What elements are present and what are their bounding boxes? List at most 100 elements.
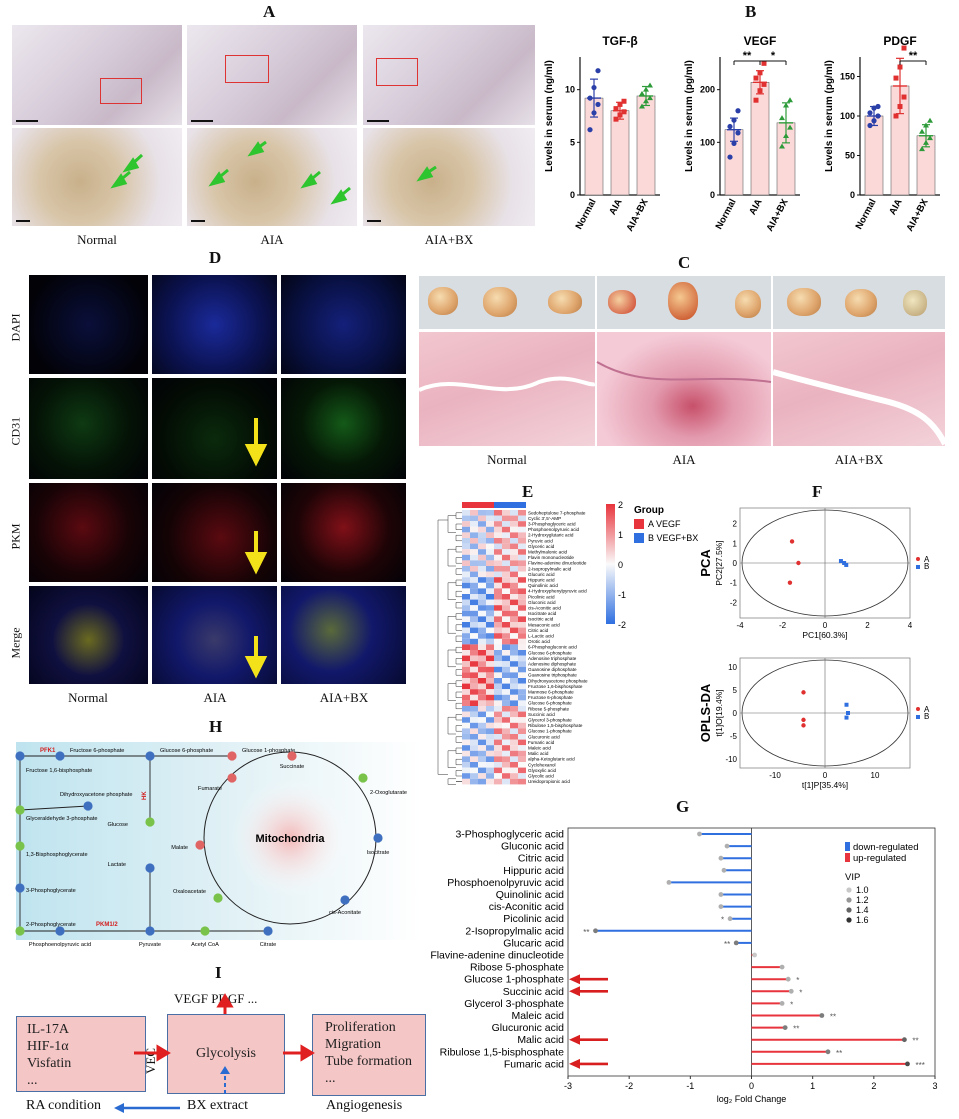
y-tick-label: 100 bbox=[840, 111, 855, 121]
y-tick-label: 200 bbox=[700, 85, 715, 95]
heatmap-row-label: Mesaconic acid bbox=[528, 622, 560, 627]
metabolite-node-label: Fructose 6-phosphate bbox=[70, 748, 124, 754]
gross-piece bbox=[735, 290, 761, 318]
metabolite-label: Citric acid bbox=[518, 853, 564, 865]
sig-label: ** bbox=[909, 50, 918, 62]
scheme-left-box: IL-17A HIF-1α Visfatin ... bbox=[16, 1016, 146, 1092]
heatmap-cell bbox=[502, 650, 510, 656]
lollipop-head bbox=[788, 988, 794, 994]
heatmap-cell bbox=[494, 717, 502, 723]
y-tick-label: 0 bbox=[570, 190, 575, 200]
heatmap-cell bbox=[510, 773, 518, 779]
lollipop-head bbox=[782, 1025, 788, 1030]
heatmap-cell bbox=[502, 521, 510, 527]
scatter-point bbox=[787, 580, 793, 585]
heatmap-cell bbox=[518, 571, 526, 578]
heatmap-cell bbox=[502, 610, 510, 617]
heatmap-cell bbox=[502, 571, 510, 578]
bar bbox=[610, 110, 630, 196]
lollipop-head bbox=[697, 831, 702, 837]
heatmap-cell bbox=[510, 750, 518, 757]
heatmap-cell bbox=[462, 700, 470, 706]
heatmap-cell bbox=[518, 734, 526, 740]
heatmap-cell bbox=[494, 728, 502, 734]
heatmap-cell bbox=[486, 717, 494, 723]
heatmap-cell bbox=[462, 566, 470, 572]
heatmap-cell bbox=[478, 700, 486, 706]
heatmap-cell bbox=[486, 605, 494, 611]
heatmap-cell bbox=[478, 678, 486, 684]
metabolite-label: Gluconic acid bbox=[501, 841, 564, 853]
caption-d-aia: AIA bbox=[203, 690, 227, 705]
heatmap-cell bbox=[486, 599, 494, 606]
data-point bbox=[919, 128, 925, 134]
scheme-bottom-right: Angiogenesis bbox=[326, 1098, 403, 1113]
heatmap-row-label: Glucuric acid bbox=[528, 572, 555, 577]
heatmap-cell bbox=[470, 655, 478, 662]
heatmap-cell bbox=[478, 750, 486, 757]
caption-c-aiabx: AIA+BX bbox=[834, 452, 884, 467]
heatmap-cell bbox=[470, 627, 478, 634]
heatmap-row-label: Isocitrate acid bbox=[528, 611, 557, 616]
heatmap-cell bbox=[518, 706, 526, 712]
panel-label-g: G bbox=[676, 797, 690, 816]
fluor-cd31-aiabx bbox=[281, 378, 406, 479]
y-axis-label: PC2[27.5%] bbox=[714, 540, 724, 585]
heatmap-cell bbox=[518, 728, 526, 734]
heatmap-cell bbox=[510, 678, 518, 684]
metabolite-label: Quinolinic acid bbox=[496, 889, 564, 901]
x-tick-label: -1 bbox=[686, 1081, 694, 1091]
heatmap-cell bbox=[502, 538, 510, 544]
sig-label: ** bbox=[743, 50, 752, 62]
metabolite-node bbox=[227, 751, 237, 761]
metabolite-node bbox=[145, 817, 155, 827]
heatmap-cell bbox=[494, 644, 502, 650]
y-tick-label: 150 bbox=[840, 72, 855, 82]
metabolite-node bbox=[145, 751, 155, 761]
heatmap-row-label: Flavine-adenine dinucleotide bbox=[528, 561, 587, 566]
heatmap-cell bbox=[486, 543, 494, 550]
heatmap-cell bbox=[518, 633, 526, 639]
metabolite-node bbox=[195, 840, 205, 850]
data-point bbox=[897, 64, 903, 70]
metabolite-node bbox=[55, 926, 65, 936]
heatmap-cell bbox=[486, 739, 494, 746]
heatmap-cell bbox=[486, 594, 494, 600]
heatmap-cell bbox=[502, 773, 510, 779]
heatmap-cell bbox=[486, 610, 494, 617]
heatmap-cell bbox=[494, 571, 502, 578]
heatmap-cell bbox=[518, 582, 526, 589]
data-point bbox=[901, 45, 907, 51]
data-point bbox=[621, 98, 627, 104]
lollipop-head bbox=[718, 855, 724, 861]
heatmap-cell bbox=[486, 526, 494, 533]
data-point bbox=[591, 84, 597, 91]
y-tick-label: -2 bbox=[730, 598, 738, 607]
heatmap-cell bbox=[518, 577, 526, 583]
metabolite-node bbox=[83, 801, 93, 811]
heatmap-cell bbox=[486, 627, 494, 634]
heatmap-cell bbox=[470, 683, 478, 690]
heatmap-cell bbox=[478, 571, 486, 578]
heatmap-cell bbox=[478, 655, 486, 662]
heatmap-cell bbox=[510, 661, 518, 667]
heatmap-cell bbox=[486, 549, 494, 555]
metabolite-node bbox=[263, 926, 273, 936]
x-tick-label: 2 bbox=[865, 621, 870, 630]
caption-c-normal: Normal bbox=[487, 452, 527, 467]
heatmap-cell bbox=[518, 717, 526, 723]
heatmap-row-label: Glycolic acid bbox=[528, 774, 554, 779]
heatmap-cell bbox=[478, 599, 486, 606]
heatmap-cell bbox=[478, 515, 486, 522]
heatmap-cell bbox=[494, 650, 502, 656]
heatmap-row-label: alpha-Ketoglutaric acid bbox=[528, 757, 575, 762]
heatmap-cell bbox=[518, 543, 526, 550]
color-scale bbox=[606, 504, 615, 624]
data-point bbox=[643, 98, 649, 104]
heatmap-cell bbox=[478, 549, 486, 555]
heatmap-cell bbox=[462, 622, 470, 628]
heatmap-cell bbox=[494, 700, 502, 706]
metabolite-label: Fumaric acid bbox=[504, 1058, 564, 1070]
metabolite-label: Phosphoenolpyruvic acid bbox=[447, 877, 564, 889]
